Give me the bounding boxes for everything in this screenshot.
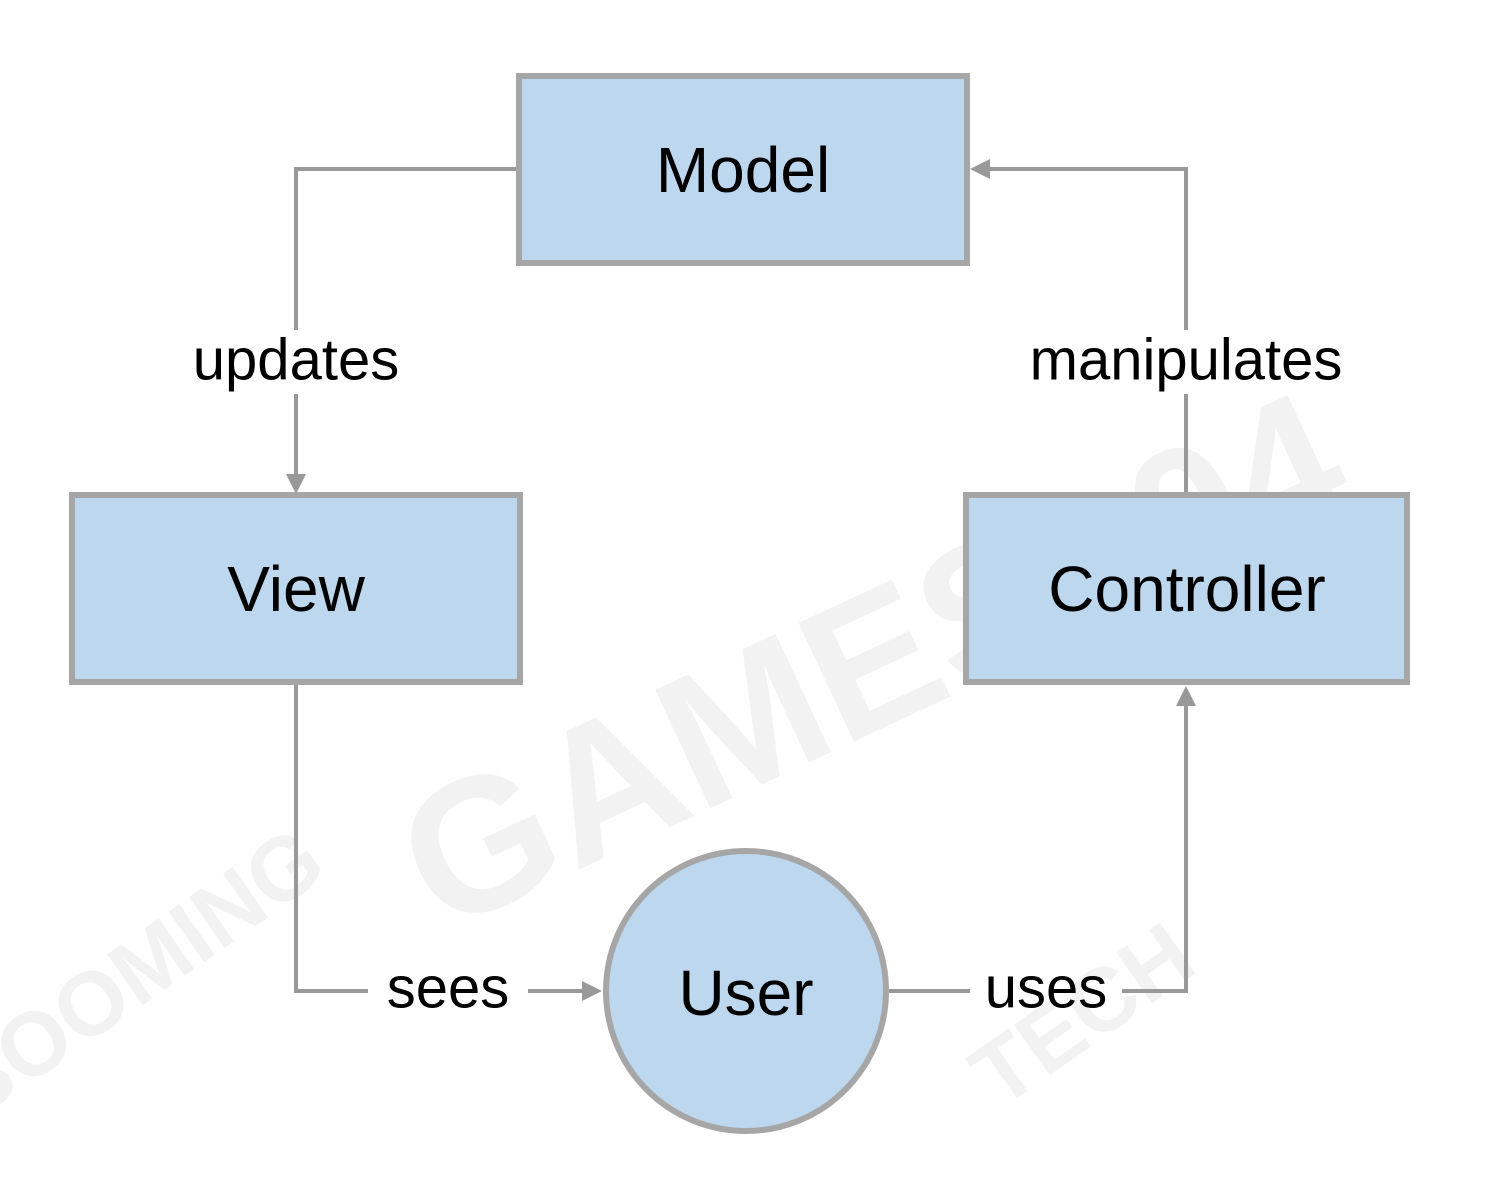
edge-sees-line: [294, 683, 368, 993]
edge-manipulates: manipulates: [970, 159, 1342, 494]
node-controller-label: Controller: [1048, 553, 1325, 625]
edge-label-manipulates: manipulates: [1030, 328, 1343, 393]
edge-label-sees: sees: [387, 956, 510, 1021]
node-controller-box: [963, 492, 1410, 685]
node-view-label: View: [227, 553, 365, 625]
edge-updates: updates: [193, 167, 519, 494]
edge-sees: sees: [294, 683, 602, 1021]
arrowhead-left-icon: [970, 159, 990, 179]
arrowhead-right-icon: [582, 981, 602, 1001]
arrowhead-down-icon: [286, 474, 306, 494]
node-model: Model: [516, 73, 970, 266]
edge-label-updates: updates: [193, 328, 399, 393]
edge-uses: uses: [889, 686, 1196, 1021]
edge-uses-line-right: [1122, 702, 1188, 993]
node-controller: Controller: [963, 492, 1410, 685]
node-user-label: User: [678, 957, 813, 1029]
node-user: User: [603, 848, 889, 1134]
node-user-circle: [603, 848, 889, 1134]
node-view-box: [69, 492, 523, 685]
edge-label-uses: uses: [985, 956, 1108, 1021]
arrowhead-up-icon: [1176, 686, 1196, 706]
node-model-label: Model: [656, 134, 830, 206]
node-model-box: [516, 73, 970, 266]
edge-updates-line: [294, 167, 519, 330]
watermark-company-line1: BOOMING: [0, 808, 342, 1142]
node-view: View: [69, 492, 523, 685]
edge-manipulates-line-upper: [986, 167, 1188, 330]
